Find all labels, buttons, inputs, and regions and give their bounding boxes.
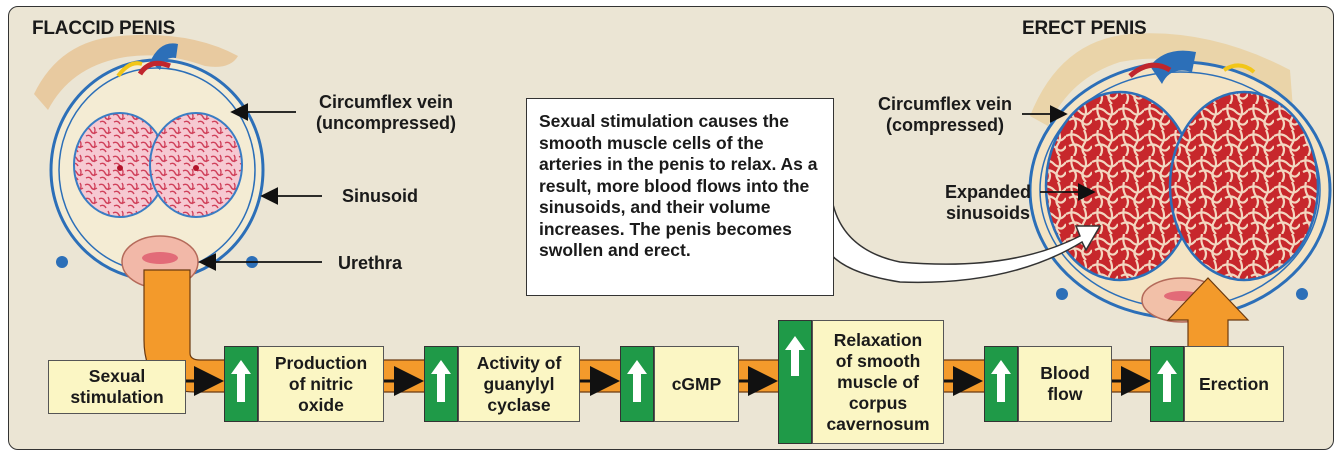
flow-start-box: Sexual stimulation xyxy=(48,360,186,414)
up-arrow-icon xyxy=(1157,360,1177,402)
label-circumflex-compressed: Circumflex vein (compressed) xyxy=(877,94,1013,135)
flaccid-title: FLACCID PENIS xyxy=(32,18,176,39)
flaccid-penis-illustration xyxy=(34,34,265,289)
explanation-callout: Sexual stimulation causes the smooth mus… xyxy=(526,98,834,296)
flow-step-box: Relaxation of smooth muscle of corpus ca… xyxy=(812,320,944,444)
flow-step-box: cGMP xyxy=(654,346,739,422)
up-arrow-icon xyxy=(231,360,251,402)
erect-title: ERECT PENIS xyxy=(1022,18,1147,39)
erect-penis-illustration xyxy=(1028,33,1332,323)
flow-start-label: Sexual stimulation xyxy=(70,366,164,407)
increase-bar xyxy=(224,346,258,422)
up-arrow-icon xyxy=(785,336,805,376)
flow-step-label: Erection xyxy=(1198,373,1270,394)
up-arrow-icon xyxy=(431,360,451,402)
flow-step-label: Relaxation of smooth muscle of corpus ca… xyxy=(826,329,930,434)
flow-step-box: Activity of guanylyl cyclase xyxy=(458,346,580,422)
label-pointers xyxy=(198,103,1096,271)
flow-step-label: Activity of guanylyl cyclase xyxy=(476,352,562,415)
flow-step-box: Blood flow xyxy=(1018,346,1112,422)
flow-step-label: cGMP xyxy=(671,373,722,394)
label-circumflex-uncompressed: Circumflex vein (uncompressed) xyxy=(315,92,457,133)
flow-step-label: Blood flow xyxy=(1040,363,1090,404)
flow-step-box: Production of nitric oxide xyxy=(258,346,384,422)
up-arrow-icon xyxy=(991,360,1011,402)
flow-step-box: Erection xyxy=(1184,346,1284,422)
label-expanded-sinusoids: Expanded sinusoids xyxy=(944,182,1032,223)
label-sinusoid: Sinusoid xyxy=(342,186,418,206)
up-arrow-icon xyxy=(627,360,647,402)
label-urethra: Urethra xyxy=(337,253,403,273)
flow-step-label: Production of nitric oxide xyxy=(274,352,368,415)
callout-pointer xyxy=(823,199,1102,284)
